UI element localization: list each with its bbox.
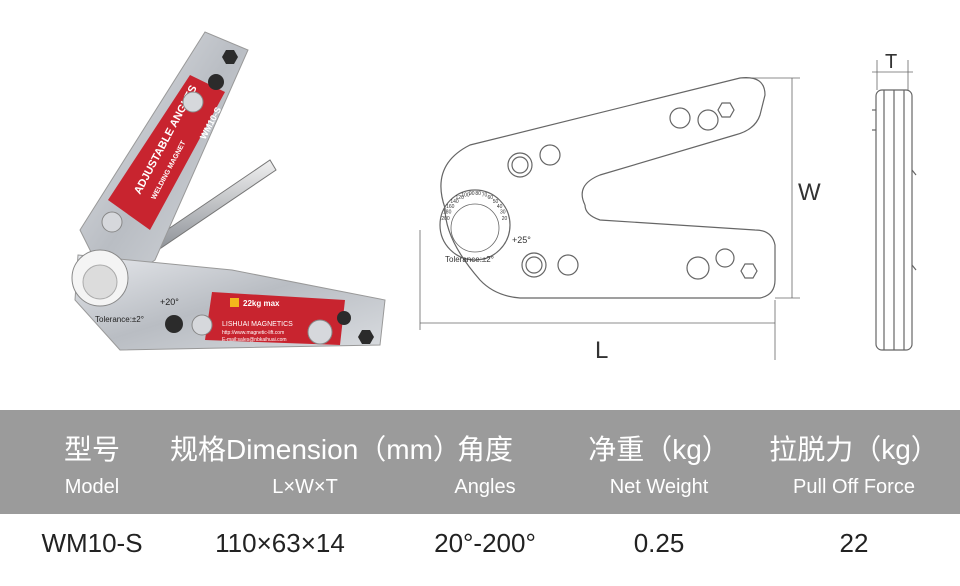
drawing-hole-icon (715, 248, 735, 268)
header-model: 型号 Model (22, 410, 162, 514)
dial-tick-label: 60 (488, 195, 494, 201)
header-angles-zh: 角度 (456, 434, 513, 465)
drawing-hole-icon (521, 252, 547, 278)
drawing-dial (439, 189, 511, 261)
magnet-photo: ADJUSTABLE ANGLES WELDING MAGNET WM10-S … (71, 31, 386, 351)
header-dimension-zh: 规格Dimension（mm） (170, 434, 461, 465)
hole-icon (165, 315, 183, 333)
header-dimension: 规格Dimension（mm） L×W×T (170, 410, 461, 514)
spec-table-header: 型号 Model 规格Dimension（mm） L×W×T 角度 Angles… (0, 410, 960, 514)
product-illustration: ADJUSTABLE ANGLES WELDING MAGNET WM10-S … (71, 31, 917, 364)
drawing-lower-arm (444, 204, 776, 299)
brand-name: LISHUAI MAGNETICS (222, 321, 293, 328)
spec-table-row: WM10-S 110×63×14 20°-200° 0.25 22 (0, 514, 960, 586)
dial-tick-label: 80 (475, 191, 481, 197)
dial-tick-label: 180 (443, 210, 452, 216)
brand-logo-icon (230, 298, 239, 307)
header-angles-en: Angles (454, 476, 516, 498)
upper-red-label (108, 75, 225, 230)
drawing-angle-note: +25° (512, 235, 531, 245)
drawing-hole-icon (507, 152, 533, 178)
brand-website: http://www.magnetic-lift.com (222, 330, 284, 336)
drawing-upper-arm (440, 77, 766, 209)
pull-badge: 22kg max (243, 299, 280, 308)
cell-pull-force: 22 (839, 528, 869, 558)
pin-icon (191, 314, 213, 336)
width-label: W (798, 179, 821, 206)
drawing-hex-icon (717, 102, 735, 118)
header-pull-force-zh: 拉脱力（kg） (769, 434, 939, 465)
drawing-hex-icon (740, 263, 758, 279)
dial-tick-label: 90 (469, 191, 475, 197)
drawing-hole-icon (686, 256, 710, 280)
header-weight-en: Net Weight (609, 476, 709, 498)
brand-email: E-mail:sales@nbkaihuai.com (222, 337, 287, 343)
hex-hole-icon (358, 330, 374, 344)
photo-angle-note: +20° (160, 297, 179, 307)
hex-hole-icon (222, 50, 238, 64)
dial-tick-label: 100 (461, 193, 470, 199)
dial-tick-label: 30 (500, 210, 506, 216)
hole-icon (208, 74, 224, 90)
thickness-label: T (885, 51, 897, 73)
dial-tick-label: 160 (446, 204, 455, 210)
photo-tolerance: Tolerance:±2° (95, 315, 144, 324)
cell-model: WM10-S (41, 528, 143, 558)
header-pull-force-en: Pull Off Force (793, 476, 915, 498)
cell-weight: 0.25 (633, 528, 685, 558)
pin-icon (307, 319, 333, 345)
header-dimension-en: L×W×T (272, 476, 338, 498)
dial-tick-label: 70 (482, 193, 488, 199)
dial-tick-label: 40 (497, 204, 503, 210)
dial-knob (82, 264, 118, 300)
length-label: L (595, 337, 608, 364)
cell-angles: 20°-200° (434, 528, 536, 558)
dial-tick-label: 120 (456, 195, 465, 201)
pin-icon (182, 91, 204, 113)
dial-tick-label: 140 (450, 199, 459, 205)
drawing-hole-icon (557, 254, 579, 276)
header-model-en: Model (64, 476, 120, 498)
drawing-hole-icon (697, 109, 719, 131)
drawing-hole-icon (669, 107, 691, 129)
cell-dimension: 110×63×14 (215, 528, 345, 558)
header-angles: 角度 Angles (420, 410, 550, 514)
pin-icon (101, 211, 123, 233)
drawing-hole-icon (539, 144, 561, 166)
front-view-drawing (419, 77, 800, 360)
header-model-zh: 型号 (63, 434, 120, 465)
header-pull-force: 拉脱力（kg） Pull Off Force (756, 410, 952, 514)
dial-tick-label: 200 (441, 216, 450, 222)
drawing-tolerance: Tolerance:±2° (445, 255, 494, 264)
header-weight: 净重（kg） Net Weight (568, 410, 750, 514)
side-view-drawing (872, 60, 917, 351)
dial-tick-label: 20 (502, 216, 508, 222)
dial-tick-label: 50 (493, 199, 499, 205)
hole-icon (337, 311, 351, 325)
header-weight-zh: 净重（kg） (588, 434, 730, 465)
